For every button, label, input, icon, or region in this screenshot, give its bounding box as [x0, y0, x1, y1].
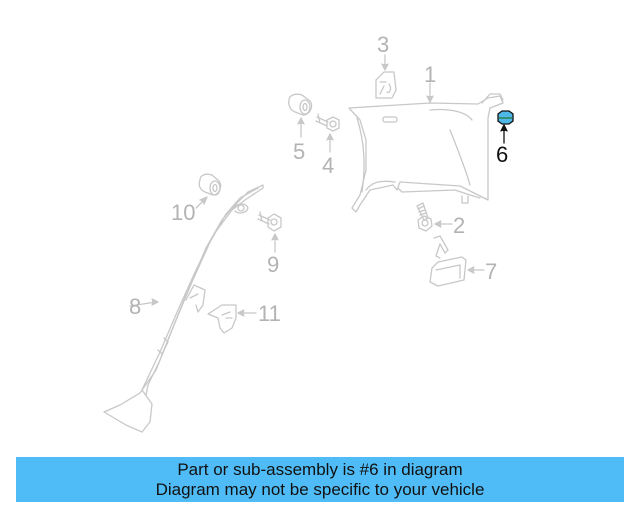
callout-8[interactable]: 8 — [129, 294, 142, 319]
part-10-bushing[interactable] — [195, 173, 222, 209]
callout-5[interactable]: 5 — [293, 139, 306, 164]
banner-part-line: Part or sub-assembly is #6 in diagram — [177, 460, 463, 479]
part-9-bolt[interactable] — [257, 211, 282, 253]
part-6-arrow — [500, 124, 508, 144]
part-6-clip-highlighted[interactable] — [497, 110, 514, 125]
part-7-lamp-housing[interactable] — [429, 235, 485, 287]
part-2-screw[interactable] — [416, 202, 453, 232]
callout-3[interactable]: 3 — [377, 32, 390, 57]
banner-disclaimer-line: Diagram may not be specific to your vehi… — [155, 480, 485, 499]
callout-11[interactable]: 11 — [258, 301, 281, 326]
part-11-bracket[interactable] — [207, 304, 257, 334]
callout-9[interactable]: 9 — [267, 252, 280, 277]
part-8-bracket — [185, 284, 206, 313]
callout-10[interactable]: 10 — [171, 200, 196, 225]
callout-2[interactable]: 2 — [453, 213, 466, 238]
part-4-bolt[interactable] — [315, 113, 340, 153]
info-banner: Part or sub-assembly is #6 in diagram Di… — [16, 457, 624, 502]
part-8-pillar-trim[interactable] — [103, 184, 264, 433]
callout-1[interactable]: 1 — [424, 62, 437, 87]
callout-4[interactable]: 4 — [322, 153, 335, 178]
callout-7[interactable]: 7 — [485, 259, 498, 284]
callout-6[interactable]: 6 — [496, 142, 509, 167]
parts-diagram — [103, 54, 514, 433]
part-5-bushing[interactable] — [288, 93, 313, 138]
part-1-quarter-trim-panel[interactable] — [348, 82, 504, 213]
part-3-clip-bracket[interactable] — [375, 54, 397, 99]
